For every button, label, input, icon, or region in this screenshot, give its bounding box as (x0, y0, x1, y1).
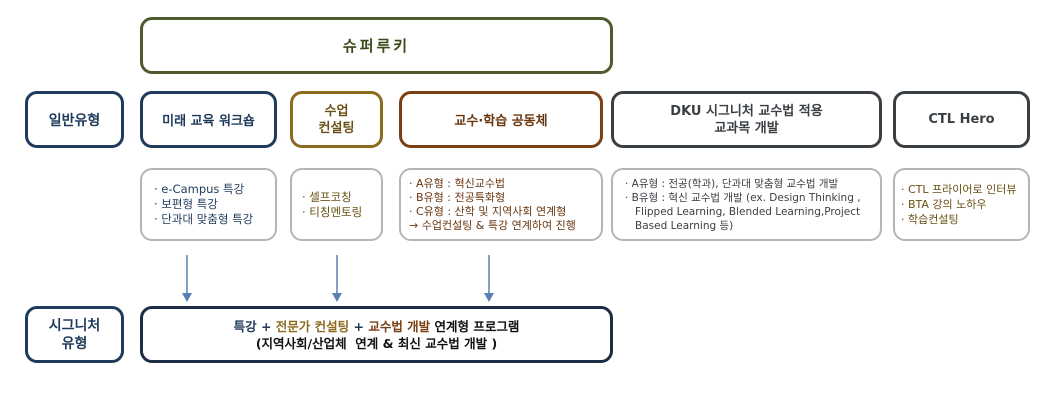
dku-signature-details: · A유형 : 전공(학과), 단과대 맞춤형 교수법 개발 · B유형 : 혁… (611, 168, 882, 241)
plus-sign: + (349, 318, 369, 334)
detail-item: · 학습컨설팅 (901, 213, 959, 226)
detail-item: · B유형 : 혁신 교수법 개발 (ex. Design Thinking , (625, 191, 861, 204)
arrow-down-icon (182, 255, 192, 302)
ctl-hero-box: CTL Hero (893, 91, 1030, 148)
community-detail-list: · A유형 : 혁신교수법 · B유형 : 전공특화형 · C유형 : 산학 및… (409, 177, 576, 233)
lecture-text: 특강 (233, 318, 257, 334)
detail-item: · 티칭멘토링 (302, 204, 363, 219)
arrow-down-icon (332, 255, 342, 302)
teaching-learning-community-label: 교수·학습 공동체 (454, 114, 548, 129)
dku-signature-label-line1: DKU 시그니처 교수법 적용 (670, 103, 823, 119)
signature-program-line1: 특강 + 전문가 컨설팅 + 교수법 개발 연계형 프로그램 (234, 318, 520, 335)
dku-signature-course-box: DKU 시그니처 교수법 적용 교과목 개발 (611, 91, 882, 148)
class-consulting-detail-list: · 셀프코칭 · 티칭멘토링 (302, 190, 362, 220)
detail-item: · BTA 강의 노하우 (901, 198, 987, 211)
class-consulting-details: · 셀프코칭 · 티칭멘토링 (290, 168, 383, 241)
teaching-learning-community-box: 교수·학습 공동체 (399, 91, 603, 148)
future-workshop-details: · e-Campus 특강 · 보편형 특강 · 단과대 맞춤형 특강 (140, 168, 277, 241)
teaching-method-dev-text: 교수법 개발 (368, 318, 431, 334)
arrow-down-icon (484, 255, 494, 302)
super-rookie-label: 슈퍼루키 (342, 37, 411, 55)
detail-item: · A유형 : 혁신교수법 (409, 176, 506, 190)
detail-item: · 보편형 특강 (154, 197, 218, 211)
class-consulting-label-line2: 컨설팅 (318, 120, 355, 136)
detail-item: · A유형 : 전공(학과), 단과대 맞춤형 교수법 개발 (625, 177, 839, 190)
ctl-hero-detail-list: · CTL 프라이어로 인터뷰 · BTA 강의 노하우 · 학습컨설팅 (901, 182, 1016, 227)
detail-item: · C유형 : 산학 및 지역사회 연계형 (409, 204, 567, 218)
detail-item: Flipped Learning, Blended Learning,Proje… (635, 205, 861, 218)
signature-type-label-line1: 시그니처 (48, 317, 101, 334)
linked-program-text: 연계형 프로그램 (430, 318, 520, 334)
class-consulting-label-line1: 수업 (324, 103, 349, 119)
detail-item: · 셀프코칭 (302, 189, 352, 204)
community-details: · A유형 : 혁신교수법 · B유형 : 전공특화형 · C유형 : 산학 및… (399, 168, 603, 241)
future-education-workshop-label: 미래 교육 워크숍 (162, 114, 255, 129)
super-rookie-box: 슈퍼루키 (140, 17, 613, 74)
signature-program-line2: (지역사회/산업체 연계 & 최신 교수법 개발 ) (255, 335, 498, 351)
class-consulting-box: 수업 컨설팅 (290, 91, 383, 148)
detail-item: · 단과대 맞춤형 특강 (154, 212, 254, 226)
detail-item: · CTL 프라이어로 인터뷰 (901, 183, 1017, 196)
dku-signature-detail-list: · A유형 : 전공(학과), 단과대 맞춤형 교수법 개발 · B유형 : 혁… (625, 177, 861, 233)
ctl-hero-details: · CTL 프라이어로 인터뷰 · BTA 강의 노하우 · 학습컨설팅 (893, 168, 1030, 241)
detail-item: · B유형 : 전공특화형 (409, 190, 506, 204)
future-workshop-detail-list: · e-Campus 특강 · 보편형 특강 · 단과대 맞춤형 특강 (154, 182, 253, 227)
general-type-label-box: 일반유형 (25, 91, 124, 148)
plus-sign: + (256, 318, 276, 334)
expert-consulting-text: 전문가 컨설팅 (275, 318, 350, 334)
detail-item: Based Learning 등) (635, 219, 734, 232)
dku-signature-label-line2: 교과목 개발 (714, 120, 779, 136)
signature-type-label-box: 시그니처 유형 (25, 306, 124, 363)
detail-item: → 수업컨설팅 & 특강 연계하여 진행 (409, 218, 576, 232)
signature-type-label-line2: 유형 (61, 335, 88, 352)
future-education-workshop-box: 미래 교육 워크숍 (140, 91, 277, 148)
ctl-hero-label: CTL Hero (928, 112, 995, 127)
detail-item: · e-Campus 특강 (154, 182, 245, 196)
general-type-label: 일반유형 (48, 112, 101, 129)
signature-program-box: 특강 + 전문가 컨설팅 + 교수법 개발 연계형 프로그램 (지역사회/산업체… (140, 306, 613, 363)
